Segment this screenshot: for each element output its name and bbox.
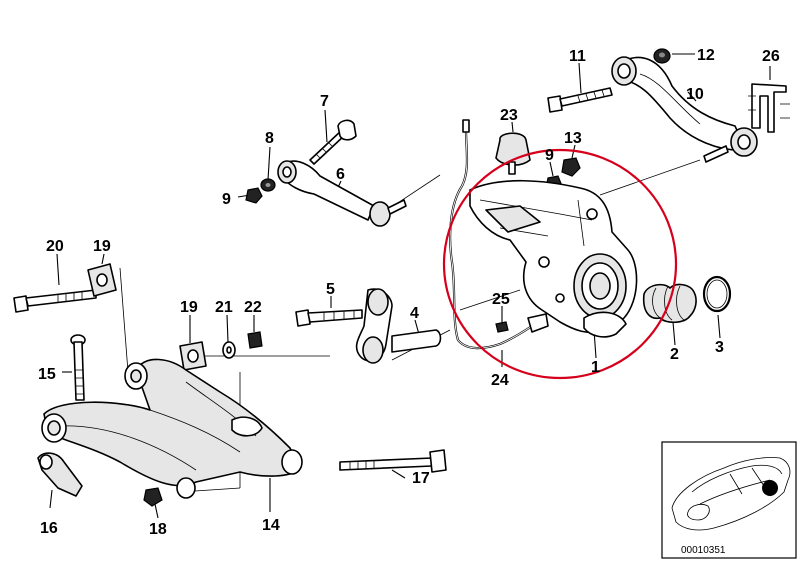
callout-14: 14	[262, 517, 280, 534]
callout-21: 21	[215, 299, 233, 316]
part-18-nut	[143, 487, 163, 507]
part-26-clip	[748, 83, 790, 133]
location-marker	[762, 480, 778, 496]
callout-15: 15	[38, 366, 56, 383]
part-1-wheel-carrier	[469, 179, 638, 338]
callout-5: 5	[326, 281, 335, 298]
callout-10: 10	[686, 86, 704, 103]
part-21-washer	[222, 341, 236, 359]
reference-number: 00010351	[681, 545, 726, 556]
part-15-bolt	[70, 334, 86, 401]
callout-20: 20	[46, 238, 64, 255]
callout-17: 17	[412, 470, 430, 487]
callout-labels: 1 2 3 4 5 6 7 8 9 9 10 11 12 13 14 15 16…	[38, 47, 780, 538]
callout-13: 13	[564, 130, 582, 147]
leader-lines	[49, 53, 771, 519]
callout-2: 2	[670, 346, 679, 363]
callout-9-left: 9	[222, 191, 231, 208]
part-3-ring	[702, 275, 732, 313]
callout-24: 24	[491, 372, 509, 389]
part-19-bracket-lower	[179, 341, 207, 371]
callout-6: 6	[336, 166, 345, 183]
part-14-lower-arm	[41, 358, 303, 499]
callout-4: 4	[410, 305, 419, 322]
callout-18: 18	[149, 521, 167, 538]
part-24-abs-sensor-cable	[449, 119, 549, 350]
callout-22: 22	[244, 299, 262, 316]
callout-1: 1	[591, 359, 600, 376]
part-7-bolt	[309, 119, 357, 165]
callout-19-lower: 19	[180, 299, 198, 316]
callout-9-upper: 9	[545, 147, 554, 164]
part-4-link	[355, 288, 442, 364]
part-9-nut-left	[245, 187, 263, 204]
callout-3: 3	[715, 339, 724, 356]
part-8-nut	[260, 178, 276, 192]
callout-8: 8	[265, 130, 274, 147]
callout-23: 23	[500, 107, 518, 124]
callout-7: 7	[320, 93, 329, 110]
callout-25: 25	[492, 291, 510, 308]
part-22-nut	[247, 331, 263, 349]
part-23-mount	[495, 132, 531, 175]
callout-16: 16	[40, 520, 58, 537]
car-outline-icon	[671, 457, 791, 531]
part-13-nut	[561, 157, 581, 177]
part-20-bolt	[13, 289, 97, 313]
part-16-bracket	[37, 452, 83, 497]
part-12-nut	[653, 48, 671, 64]
part-10-upper-arm	[611, 56, 758, 163]
part-17-bolt	[339, 449, 447, 473]
part-19-bracket-upper	[87, 263, 117, 297]
callout-12: 12	[697, 47, 715, 64]
callout-26: 26	[762, 48, 780, 65]
part-5-bolt	[295, 309, 363, 327]
part-11-bolt	[547, 87, 613, 113]
callout-19-upper: 19	[93, 238, 111, 255]
part-6-link-arm	[277, 160, 407, 227]
highlight-circle	[442, 148, 678, 380]
car-locator-inset: 00010351	[661, 441, 797, 559]
part-25-screw	[495, 321, 509, 333]
callout-11: 11	[569, 48, 586, 65]
